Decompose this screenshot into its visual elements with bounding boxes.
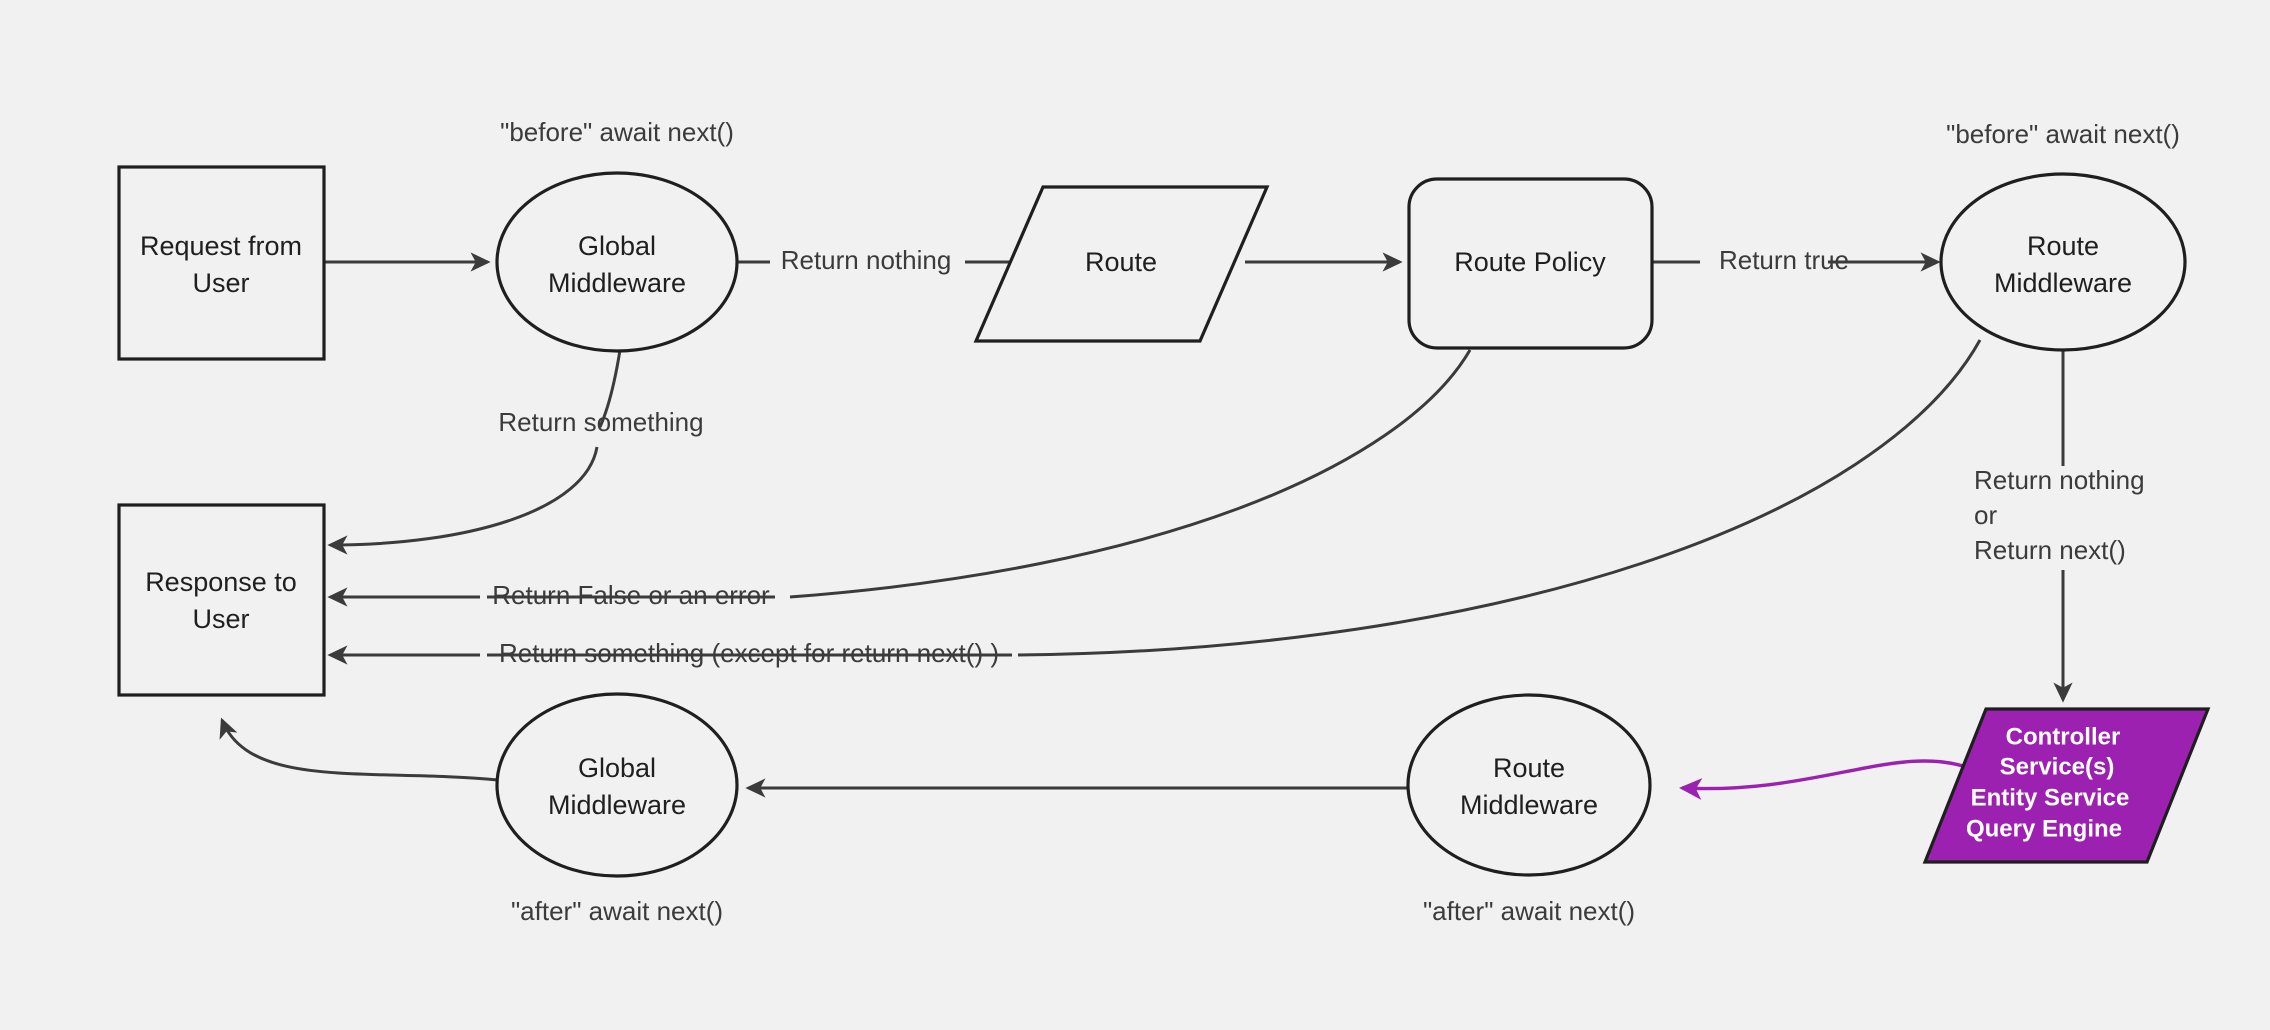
- node-route[interactable]: Route: [973, 185, 1270, 343]
- controller-stack-label-line4: Query Engine: [1966, 815, 2122, 842]
- edge-controller-to-route-middleware-bottom: [1679, 759, 1976, 800]
- route-middleware-top-ellipse[interactable]: [1939, 172, 2187, 352]
- response-to-user-box[interactable]: [117, 503, 326, 697]
- node-global-middleware-bottom[interactable]: Global Middleware: [495, 692, 739, 878]
- global-middleware-bottom-label-line1: Global: [578, 753, 656, 783]
- node-request-from-user[interactable]: Request from User: [117, 165, 326, 361]
- global-middleware-bottom-ellipse[interactable]: [495, 692, 739, 878]
- route-policy-label: Route Policy: [1454, 247, 1606, 277]
- controller-stack-label-line2: Service(s): [2000, 753, 2115, 780]
- route-middleware-top-label-line1: Route: [2027, 231, 2099, 261]
- edge-policy-return-false-curve: [789, 349, 1472, 599]
- route-policy-box[interactable]: [1407, 177, 1654, 350]
- annotation-before-await-next-route: "before" await next(): [1946, 119, 2180, 149]
- global-middleware-top-ellipse[interactable]: [495, 171, 739, 353]
- controller-stack-parallelogram[interactable]: [1922, 707, 2211, 864]
- annotation-after-await-next-route: "after" await next(): [1423, 896, 1635, 926]
- edge-global-middleware-bottom-to-response: [219, 717, 499, 782]
- edge-label-return-nothing-or-next-line1: Return nothing: [1974, 465, 2145, 495]
- edge-label-return-nothing: Return nothing: [781, 245, 952, 275]
- node-route-middleware-top[interactable]: Route Middleware: [1939, 172, 2187, 352]
- edge-rmw-return-something-curve: [1017, 339, 1982, 657]
- global-middleware-bottom-label-line2: Middleware: [548, 790, 686, 820]
- route-middleware-bottom-label-line1: Route: [1493, 753, 1565, 783]
- node-response-to-user[interactable]: Response to User: [117, 503, 326, 697]
- response-to-user-label-line2: User: [192, 604, 249, 634]
- controller-stack-label-line1: Controller: [2006, 723, 2121, 750]
- route-middleware-bottom-ellipse[interactable]: [1406, 693, 1652, 877]
- route-middleware-top-label-line2: Middleware: [1994, 268, 2132, 298]
- annotation-before-await-next-global: "before" await next(): [500, 117, 734, 147]
- edge-label-return-something-except: Return something (except for return next…: [499, 638, 999, 668]
- route-label: Route: [1085, 247, 1157, 277]
- route-middleware-bottom-label-line2: Middleware: [1460, 790, 1598, 820]
- edge-global-return-something: [327, 446, 599, 555]
- edge-label-return-true: Return true: [1719, 245, 1849, 275]
- node-global-middleware-top[interactable]: Global Middleware: [495, 171, 739, 353]
- node-route-middleware-bottom[interactable]: Route Middleware: [1406, 693, 1652, 877]
- annotation-after-await-next-global: "after" await next(): [511, 896, 723, 926]
- edge-global-return-something-upper: [598, 349, 622, 428]
- controller-stack-label-line3: Entity Service: [1971, 784, 2130, 811]
- request-from-user-label-line1: Request from: [140, 231, 302, 261]
- global-middleware-top-label-line2: Middleware: [548, 268, 686, 298]
- global-middleware-top-label-line1: Global: [578, 231, 656, 261]
- edge-label-return-false-or-error: Return False or an error: [492, 580, 770, 610]
- edge-label-return-something: Return something: [498, 407, 703, 437]
- request-from-user-box[interactable]: [117, 165, 326, 361]
- route-parallelogram[interactable]: [973, 185, 1270, 343]
- response-to-user-label-line1: Response to: [145, 567, 297, 597]
- edge-label-return-nothing-or-next-line3: Return next(): [1974, 535, 2126, 565]
- request-from-user-label-line2: User: [192, 268, 249, 298]
- node-controller-stack[interactable]: Controller Service(s) Entity Service Que…: [1922, 707, 2211, 864]
- node-route-policy[interactable]: Route Policy: [1407, 177, 1654, 350]
- edge-label-return-nothing-or-next-line2: or: [1974, 500, 1997, 530]
